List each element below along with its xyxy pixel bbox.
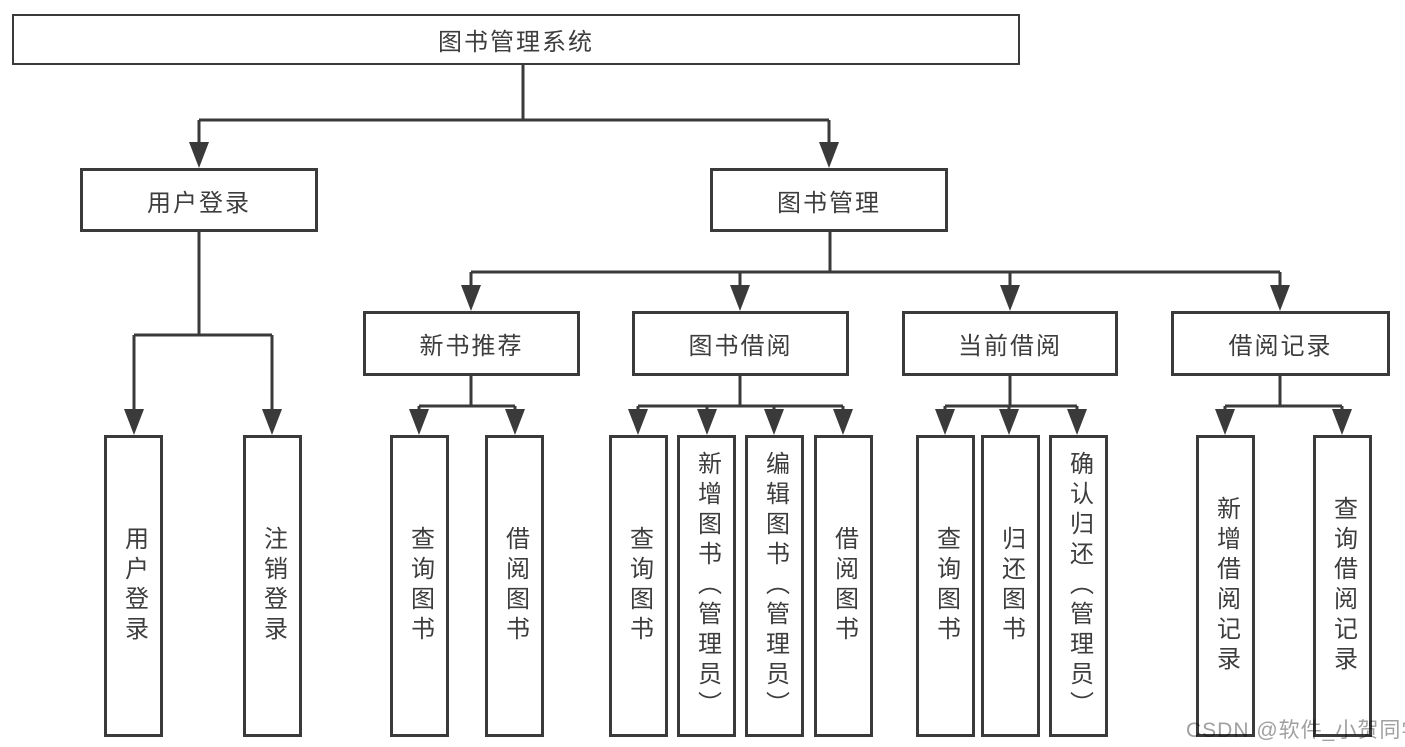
leaf-bb-edit-books-admin: 编辑图书（管理员） [745,435,804,737]
leaf-br-query-record: 查询借阅记录 [1313,435,1372,737]
leaf-nbr-borrow-books: 借阅图书 [485,435,544,737]
node-root: 图书管理系统 [12,14,1020,65]
node-user-login-label: 用户登录 [147,189,251,217]
node-current-borrowing: 当前借阅 [902,311,1118,376]
node-root-label: 图书管理系统 [438,29,594,56]
node-current-borrowing-label: 当前借阅 [958,333,1062,360]
node-new-book-recommend: 新书推荐 [363,311,580,376]
leaf-logout: 注销登录 [243,435,302,737]
leaf-bb-borrow-books-label: 借阅图书 [830,526,858,646]
leaf-cb-confirm-return-admin: 确认归还（管理员） [1049,435,1108,737]
leaf-br-add-record: 新增借阅记录 [1196,435,1255,737]
leaf-cb-confirm-return-admin-label: 确认归还（管理员） [1065,451,1093,721]
csdn-watermark: CSDN @软件_小贺同学 [1186,719,1405,742]
leaf-br-add-record-label: 新增借阅记录 [1212,496,1240,676]
leaf-cb-return-books: 归还图书 [981,435,1040,737]
leaf-bb-borrow-books: 借阅图书 [814,435,873,737]
node-book-management-label: 图书管理 [777,189,881,217]
node-new-book-recommend-label: 新书推荐 [419,333,524,360]
leaf-user-login: 用户登录 [104,435,163,737]
leaf-nbr-query-books-label: 查询图书 [406,526,434,646]
leaf-cb-query-books-label: 查询图书 [932,526,960,646]
node-book-borrowing-label: 图书借阅 [688,333,793,360]
node-book-management: 图书管理 [710,168,948,232]
node-borrowing-records-label: 借阅记录 [1228,333,1333,360]
leaf-user-login-label: 用户登录 [120,526,148,646]
node-user-login: 用户登录 [80,168,318,232]
leaf-bb-query-books-label: 查询图书 [625,526,653,646]
leaf-bb-add-books-admin: 新增图书（管理员） [677,435,736,737]
leaf-br-query-record-label: 查询借阅记录 [1329,496,1357,676]
leaf-nbr-borrow-books-label: 借阅图书 [501,526,529,646]
leaf-logout-label: 注销登录 [259,526,287,646]
leaf-bb-add-books-admin-label: 新增图书（管理员） [693,451,721,721]
leaf-cb-query-books: 查询图书 [916,435,975,737]
leaf-bb-query-books: 查询图书 [609,435,668,737]
leaf-nbr-query-books: 查询图书 [390,435,449,737]
leaf-cb-return-books-label: 归还图书 [997,526,1025,646]
node-borrowing-records: 借阅记录 [1171,311,1390,376]
leaf-bb-edit-books-admin-label: 编辑图书（管理员） [761,451,789,721]
node-book-borrowing: 图书借阅 [632,311,849,376]
